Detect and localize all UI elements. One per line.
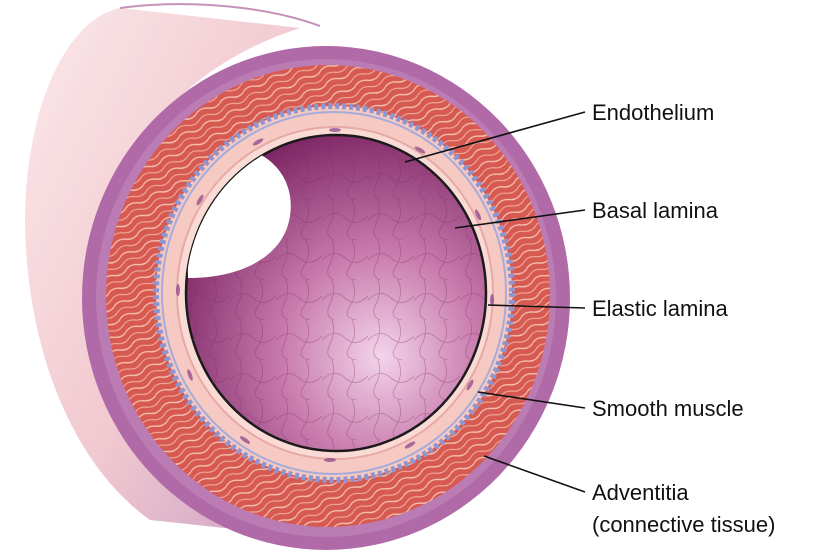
label-adventitia-note: (connective tissue) — [592, 512, 775, 537]
label-adventitia: Adventitia — [592, 480, 689, 505]
label-elastic-lamina: Elastic lamina — [592, 296, 728, 321]
label-smooth-muscle: Smooth muscle — [592, 396, 744, 421]
label-basal-lamina: Basal lamina — [592, 198, 719, 223]
label-endothelium: Endothelium — [592, 100, 714, 125]
